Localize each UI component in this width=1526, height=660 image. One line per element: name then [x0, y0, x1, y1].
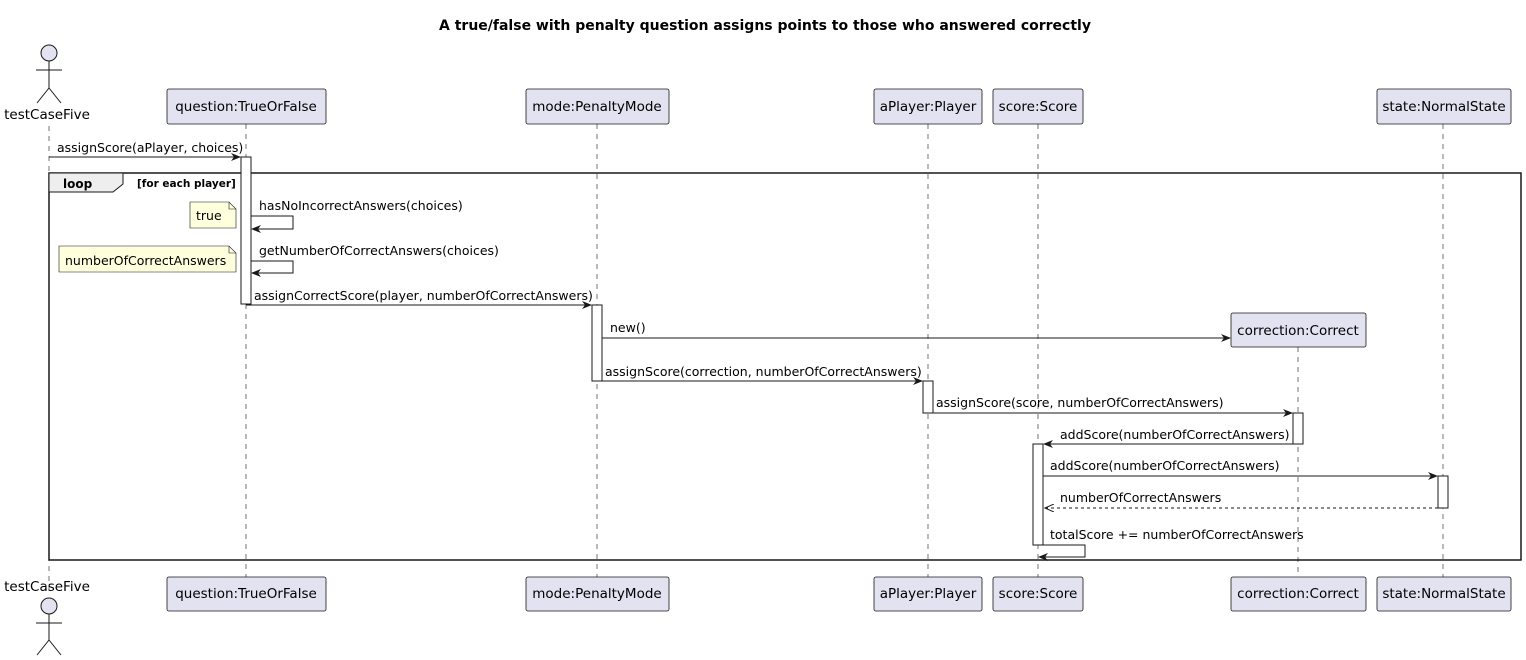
- loop-condition: [for each player]: [137, 178, 236, 190]
- participant-player: [873, 88, 983, 125]
- activations: [240, 156, 1449, 546]
- actor-bottom: [36, 597, 62, 656]
- participant-player-label: aPlayer:Player: [880, 99, 977, 115]
- participant-score-bottom-label: score:Score: [999, 586, 1078, 602]
- activation-state: [1437, 475, 1449, 509]
- message-label-3: getNumberOfCorrectAnswers(choices): [259, 243, 499, 258]
- activation-score: [1032, 443, 1044, 546]
- notes: true numberOfCorrectAnswers: [58, 201, 237, 273]
- participant-question-bottom-label: question:TrueOrFalse: [175, 586, 317, 602]
- loop-frame: loop [for each player]: [48, 172, 1522, 561]
- actor-top: testCaseFive: [4, 44, 90, 123]
- message-label-8: addScore(numberOfCorrectAnswers): [1060, 427, 1290, 442]
- participant-question-bottom: [166, 576, 327, 612]
- actor-label: testCaseFive: [4, 107, 90, 123]
- message-label-9: addScore(numberOfCorrectAnswers): [1050, 458, 1280, 473]
- messages: assignScore(aPlayer, choices) hasNoIncor…: [49, 140, 1438, 561]
- participant-score-bottom: [992, 576, 1084, 612]
- participant-player-bottom-label: aPlayer:Player: [880, 586, 977, 602]
- note-count-text: numberOfCorrectAnswers: [65, 253, 226, 268]
- participant-correction-bottom: [1230, 576, 1367, 612]
- participant-correction-label: correction:Correct: [1237, 323, 1359, 339]
- participant-mode-bottom-label: mode:PenaltyMode: [532, 586, 661, 602]
- participant-mode-label: mode:PenaltyMode: [532, 99, 661, 115]
- participant-mode: [525, 88, 670, 125]
- message-label-10: numberOfCorrectAnswers: [1060, 490, 1221, 505]
- loop-border: [48, 172, 1522, 561]
- actor-label-bottom: testCaseFive: [4, 579, 90, 595]
- participant-question: [166, 88, 327, 125]
- participant-state-bottom: [1376, 576, 1512, 612]
- message-label-5: new(): [610, 320, 646, 335]
- participants-bottom: testCaseFive question:TrueOrFalse mode:P…: [4, 576, 1512, 656]
- note-true-text: true: [196, 208, 222, 223]
- message-label-6: assignScore(correction, numberOfCorrectA…: [605, 364, 922, 379]
- note-count: [58, 245, 237, 273]
- participants-top: testCaseFive question:TrueOrFalse mode:P…: [4, 44, 1512, 348]
- participant-player-bottom: [873, 576, 983, 612]
- participant-correction-bottom-label: correction:Correct: [1237, 586, 1359, 602]
- loop-keyword: loop: [63, 177, 93, 191]
- participant-question-label: question:TrueOrFalse: [175, 99, 317, 115]
- lifelines: [48, 124, 1444, 590]
- activation-mode: [591, 304, 603, 382]
- message-arrow-3: [251, 260, 294, 277]
- participant-state: [1376, 88, 1512, 125]
- actor-icon: [40, 44, 58, 62]
- participant-score-label: score:Score: [999, 99, 1078, 115]
- participant-score: [992, 88, 1084, 125]
- note-true: [189, 201, 237, 229]
- participant-state-label: state:NormalState: [1382, 99, 1505, 115]
- message-label-11: totalScore += numberOfCorrectAnswers: [1050, 527, 1304, 542]
- message-arrow-11: [1038, 544, 1086, 561]
- participant-correction-created: [1230, 312, 1367, 348]
- activation-question: [240, 156, 252, 305]
- diagram-title: A true/false with penalty question assig…: [439, 18, 1091, 34]
- activation-correction: [1292, 412, 1304, 445]
- message-label-1: assignScore(aPlayer, choices): [57, 140, 243, 155]
- message-label-4: assignCorrectScore(player, numberOfCorre…: [254, 288, 593, 303]
- loop-tab: [48, 172, 124, 193]
- participant-mode-bottom: [525, 576, 670, 612]
- activation-player: [922, 380, 934, 414]
- message-arrow-2: [251, 215, 294, 233]
- participant-state-bottom-label: state:NormalState: [1382, 586, 1505, 602]
- message-label-2: hasNoIncorrectAnswers(choices): [259, 198, 463, 213]
- message-label-7: assignScore(score, numberOfCorrectAnswer…: [936, 395, 1224, 410]
- actor-icon-bottom: [40, 597, 58, 615]
